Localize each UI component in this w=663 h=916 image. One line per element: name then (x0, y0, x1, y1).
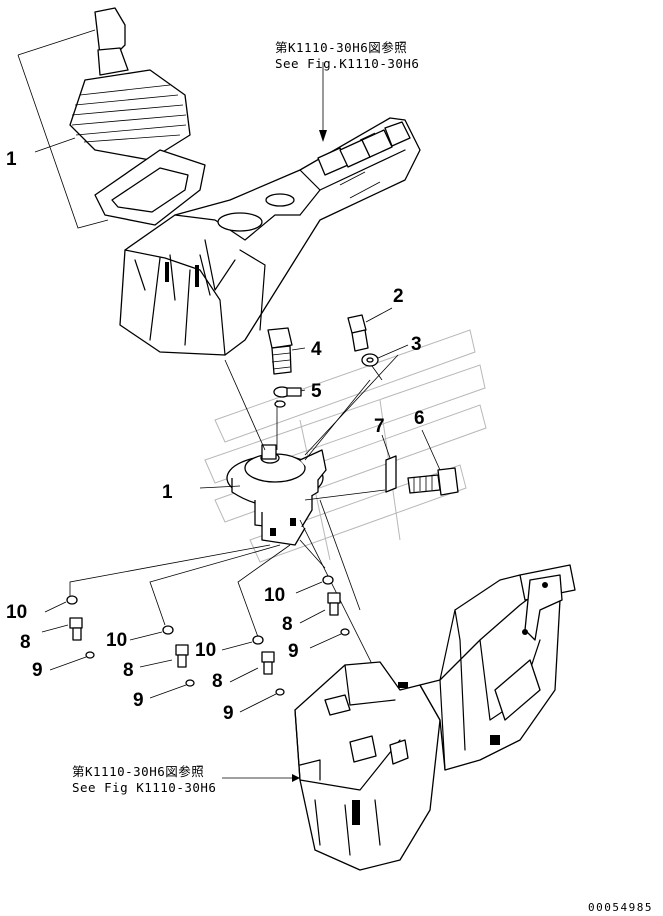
part-2-bolt (347, 307, 393, 352)
reference-bottom-english: See Fig K1110-30H6 (72, 780, 216, 795)
callout-9-b: 9 (133, 690, 144, 711)
callout-8-d: 8 (282, 614, 293, 635)
callout-8-c: 8 (212, 671, 223, 692)
part-9-10-rings (66, 575, 350, 696)
part-4-bolt (267, 327, 306, 375)
callout-1-middle: 1 (162, 482, 173, 503)
assembly-leaders (69, 354, 399, 681)
callout-7: 7 (374, 416, 385, 437)
lever-boot-top (69, 7, 206, 226)
part-7-plate (381, 434, 397, 493)
reference-top-japanese: 第K1110-30H6図参照 (275, 40, 407, 55)
reference-top-english: See Fig.K1110-30H6 (275, 56, 419, 71)
callout-9-d: 9 (288, 641, 299, 662)
callout-1-top: 1 (6, 149, 17, 170)
callout-10-a: 10 (6, 602, 27, 623)
control-box-cover (119, 117, 421, 356)
callout-9-c: 9 (223, 703, 234, 724)
part-3-washer (361, 344, 409, 381)
watermark-logo (204, 329, 487, 563)
callout-10-b: 10 (106, 630, 127, 651)
callout-2: 2 (393, 286, 404, 307)
callout-9-a: 9 (32, 660, 43, 681)
reference-bottom-japanese: 第K1110-30H6図参照 (72, 764, 204, 779)
callout-4: 4 (311, 339, 322, 360)
callout-10-c: 10 (195, 640, 216, 661)
document-id: 00054985 (588, 901, 653, 914)
part-8-fitting (69, 592, 341, 675)
callout-8-b: 8 (123, 660, 134, 681)
callout-8-a: 8 (20, 632, 31, 653)
callout-10-d: 10 (264, 585, 285, 606)
callout-5: 5 (311, 381, 322, 402)
pilot-valve (226, 444, 327, 546)
callout-3: 3 (411, 334, 422, 355)
mounting-bracket (222, 564, 576, 871)
callout-6: 6 (414, 408, 425, 429)
callout-1-top-leaders (17, 29, 109, 229)
part-5-fitting (273, 386, 302, 408)
part-6-bolt (407, 429, 459, 496)
callout-leaders (41, 62, 342, 782)
